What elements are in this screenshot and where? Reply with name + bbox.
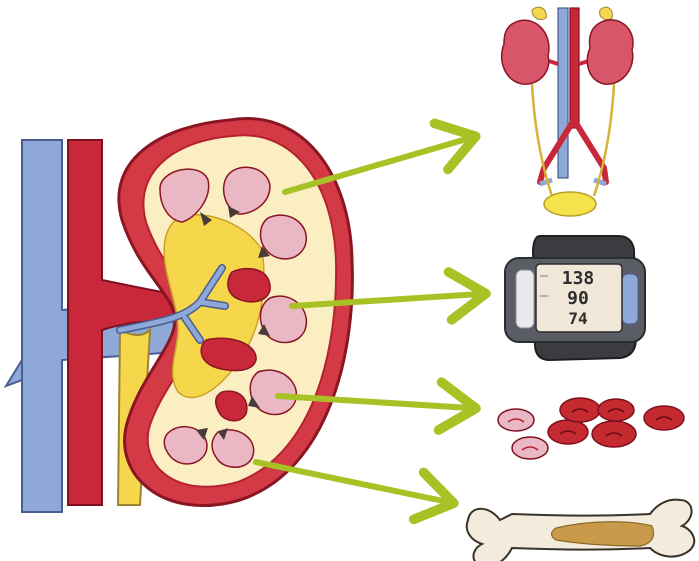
red-blood-cells-icon	[498, 398, 684, 459]
arrow-to-bone	[256, 462, 448, 502]
blood-pressure-monitor-icon: 138 90 74	[505, 236, 645, 360]
systolic-reading: 138	[562, 268, 595, 289]
urinary-system-icon	[502, 7, 633, 216]
diastolic-reading: 90	[567, 288, 589, 309]
bone-icon	[467, 500, 694, 561]
bladder-icon	[544, 192, 596, 216]
pulse-reading: 74	[568, 309, 587, 328]
